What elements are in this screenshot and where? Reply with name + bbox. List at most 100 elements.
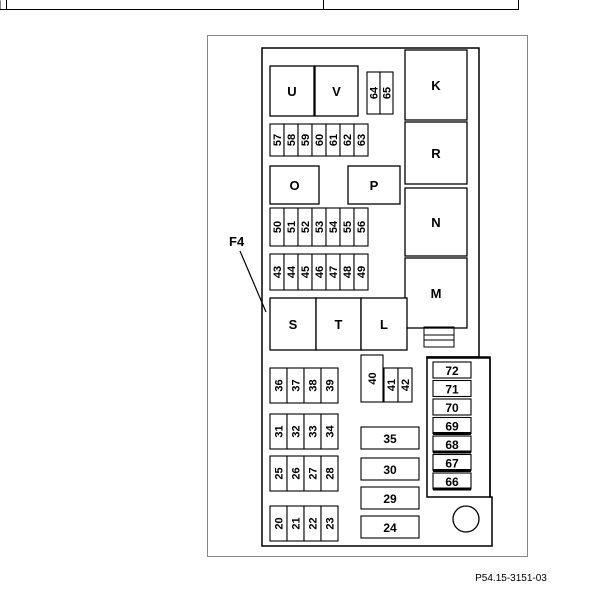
fuse-31: 31: [269, 413, 288, 450]
svg-text:P: P: [370, 178, 379, 193]
svg-text:25: 25: [274, 467, 286, 479]
svg-text:46: 46: [314, 266, 326, 278]
fuse-47: 47: [325, 253, 341, 291]
fuse-66: 66: [432, 472, 472, 491]
fuse-43: 43: [269, 253, 285, 291]
svg-text:23: 23: [325, 517, 337, 529]
fuse-67: 67: [432, 453, 472, 472]
svg-text:55: 55: [342, 221, 354, 233]
fuse-70: 70: [432, 398, 472, 416]
fuse-53: 53: [311, 207, 327, 247]
fuse-34: 34: [320, 413, 339, 450]
svg-text:M: M: [431, 286, 442, 301]
fuse-64: 64: [366, 71, 381, 115]
svg-text:30: 30: [383, 463, 397, 477]
svg-text:54: 54: [328, 220, 340, 233]
fuse-42: 42: [397, 367, 413, 403]
fuse-39: 39: [320, 367, 339, 404]
fuse-55: 55: [339, 207, 355, 247]
svg-text:56: 56: [356, 221, 368, 233]
callout-line: [239, 250, 267, 313]
svg-text:65: 65: [382, 87, 394, 99]
fuse-54: 54: [325, 207, 341, 247]
svg-text:51: 51: [286, 221, 298, 233]
svg-text:58: 58: [286, 134, 298, 146]
fuse-28: 28: [320, 455, 339, 492]
svg-text:71: 71: [445, 383, 459, 397]
svg-text:33: 33: [308, 425, 320, 437]
svg-text:V: V: [332, 84, 341, 99]
fuse-68: 68: [432, 435, 472, 454]
svg-text:31: 31: [274, 425, 286, 437]
horizontal-fuses: 35 30 29 24: [360, 426, 420, 539]
fuse-51: 51: [283, 207, 299, 247]
fuse-35: 35: [360, 426, 420, 450]
fuse-38: 38: [303, 367, 322, 404]
svg-text:63: 63: [356, 134, 368, 146]
relay-u: U: [269, 65, 315, 117]
fuse-57: 57: [269, 123, 285, 157]
svg-text:O: O: [289, 178, 299, 193]
header-table: [0, 0, 519, 10]
svg-text:69: 69: [445, 420, 459, 434]
fuse-58: 58: [283, 123, 299, 157]
fuse-65: 65: [379, 71, 394, 115]
fuse-21: 21: [286, 505, 305, 542]
fuse-29: 29: [360, 486, 420, 510]
svg-text:L: L: [380, 317, 388, 332]
fuse-26: 26: [286, 455, 305, 492]
fuse-25: 25: [269, 455, 288, 492]
fuse-46: 46: [311, 253, 327, 291]
fuse-24: 24: [360, 515, 420, 539]
fuse-32: 32: [286, 413, 305, 450]
svg-text:39: 39: [325, 379, 337, 391]
svg-text:48: 48: [342, 266, 354, 278]
svg-text:64: 64: [369, 86, 381, 99]
svg-text:67: 67: [445, 457, 459, 471]
svg-text:20: 20: [274, 517, 286, 529]
svg-text:50: 50: [272, 221, 284, 233]
fuse-48: 48: [339, 253, 355, 291]
fuse-45: 45: [297, 253, 313, 291]
svg-text:K: K: [431, 78, 441, 93]
mounting-hole-icon: [452, 505, 480, 533]
fuse-59: 59: [297, 123, 313, 157]
svg-text:47: 47: [328, 266, 340, 278]
fuse-23: 23: [320, 505, 339, 542]
svg-text:60: 60: [314, 134, 326, 146]
fuse-27: 27: [303, 455, 322, 492]
small-connector: [423, 326, 455, 348]
svg-text:27: 27: [308, 467, 320, 479]
fuse-60: 60: [311, 123, 327, 157]
svg-text:U: U: [287, 84, 296, 99]
fuse-62: 62: [339, 123, 355, 157]
relay-m: M: [404, 257, 468, 329]
fuse-30: 30: [360, 457, 420, 481]
svg-text:24: 24: [383, 521, 397, 535]
fuse-52: 52: [297, 207, 313, 247]
fuse-33: 33: [303, 413, 322, 450]
fuse-69: 69: [432, 416, 472, 435]
side-fuse-block: [426, 356, 491, 498]
fuse-41: 41: [383, 367, 399, 403]
svg-text:S: S: [289, 317, 298, 332]
fuse-37: 37: [286, 367, 305, 404]
fuse-36: 36: [269, 367, 288, 404]
fuse-40: 40: [360, 354, 384, 403]
svg-text:53: 53: [314, 221, 326, 233]
relay-v: V: [314, 65, 359, 117]
svg-text:36: 36: [274, 379, 286, 391]
relay-o: O: [269, 165, 320, 205]
relay-r: R: [404, 121, 468, 185]
svg-text:37: 37: [291, 379, 303, 391]
diagram-frame: [207, 35, 528, 557]
relay-s: S: [269, 297, 317, 351]
svg-text:52: 52: [300, 221, 312, 233]
relay-t: T: [315, 297, 362, 351]
svg-text:N: N: [431, 215, 440, 230]
svg-text:66: 66: [445, 475, 459, 489]
svg-text:45: 45: [300, 266, 312, 278]
svg-text:32: 32: [291, 425, 303, 437]
